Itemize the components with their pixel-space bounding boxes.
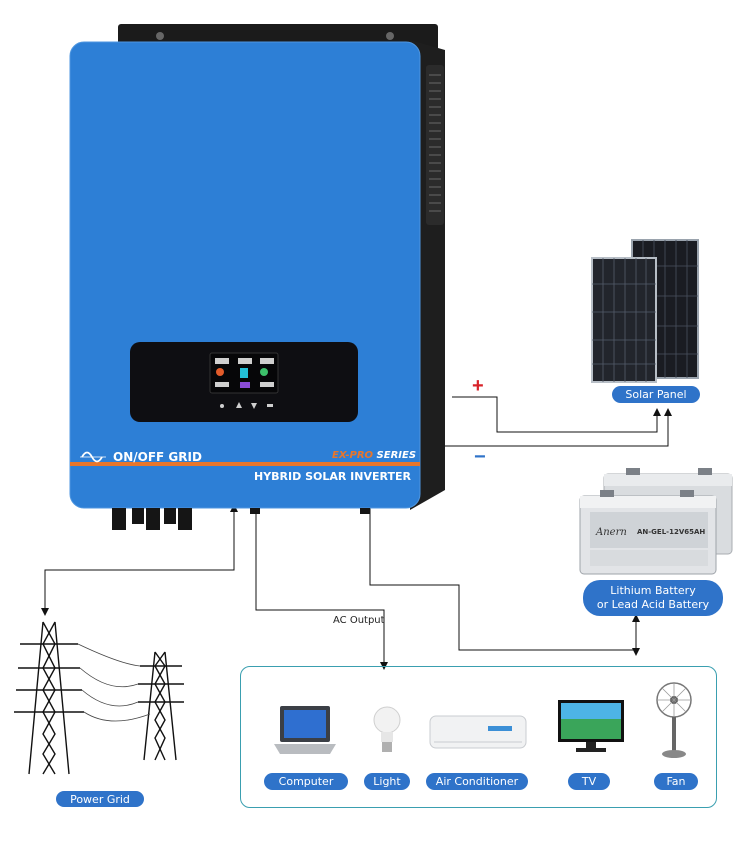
solar-positive-wire bbox=[452, 396, 658, 433]
series-prefix: EX-PRO bbox=[332, 450, 374, 461]
inverter-series-label: EX-PRO SERIES bbox=[332, 450, 416, 461]
ac-output-label: AC Output bbox=[333, 615, 385, 626]
load-label-computer: Computer bbox=[264, 773, 348, 790]
fan-icon bbox=[656, 682, 692, 758]
battery-brand: Anern bbox=[596, 527, 627, 538]
battery-label-line2: or Lead Acid Battery bbox=[596, 598, 710, 611]
ac-output-wire bbox=[255, 508, 388, 670]
inverter-mode-label: ON/OFF GRID bbox=[113, 450, 202, 464]
bulb-icon bbox=[373, 706, 401, 752]
load-label-tv: TV bbox=[568, 773, 610, 790]
solar-negative-wire bbox=[432, 418, 669, 447]
power-grid-towers bbox=[14, 621, 184, 775]
solar-minus-sign: − bbox=[474, 446, 486, 468]
loads-panel bbox=[240, 666, 717, 808]
battery-label-line1: Lithium Battery bbox=[610, 584, 696, 597]
solar-plus-sign: + bbox=[472, 375, 484, 397]
battery-label: Lithium Battery or Lead Acid Battery bbox=[583, 580, 723, 616]
series-suffix: SERIES bbox=[376, 450, 417, 461]
load-label-air-conditioner: Air Conditioner bbox=[426, 773, 528, 790]
hybrid-inverter bbox=[69, 24, 445, 530]
load-label-fan: Fan bbox=[654, 773, 698, 790]
battery-model: AN-GEL-12V65AH bbox=[637, 528, 706, 536]
power-grid-label: Power Grid bbox=[56, 791, 144, 807]
inverter-product-label: HYBRID SOLAR INVERTER bbox=[254, 470, 411, 483]
solar-panel-image bbox=[591, 239, 699, 383]
solar-panel-label: Solar Panel bbox=[612, 386, 700, 403]
grid-wire bbox=[41, 504, 238, 616]
load-label-light: Light bbox=[364, 773, 410, 790]
battery-image bbox=[579, 468, 733, 575]
air-conditioner-icon bbox=[429, 715, 527, 749]
tv-icon bbox=[558, 700, 624, 752]
laptop-icon bbox=[274, 706, 336, 754]
